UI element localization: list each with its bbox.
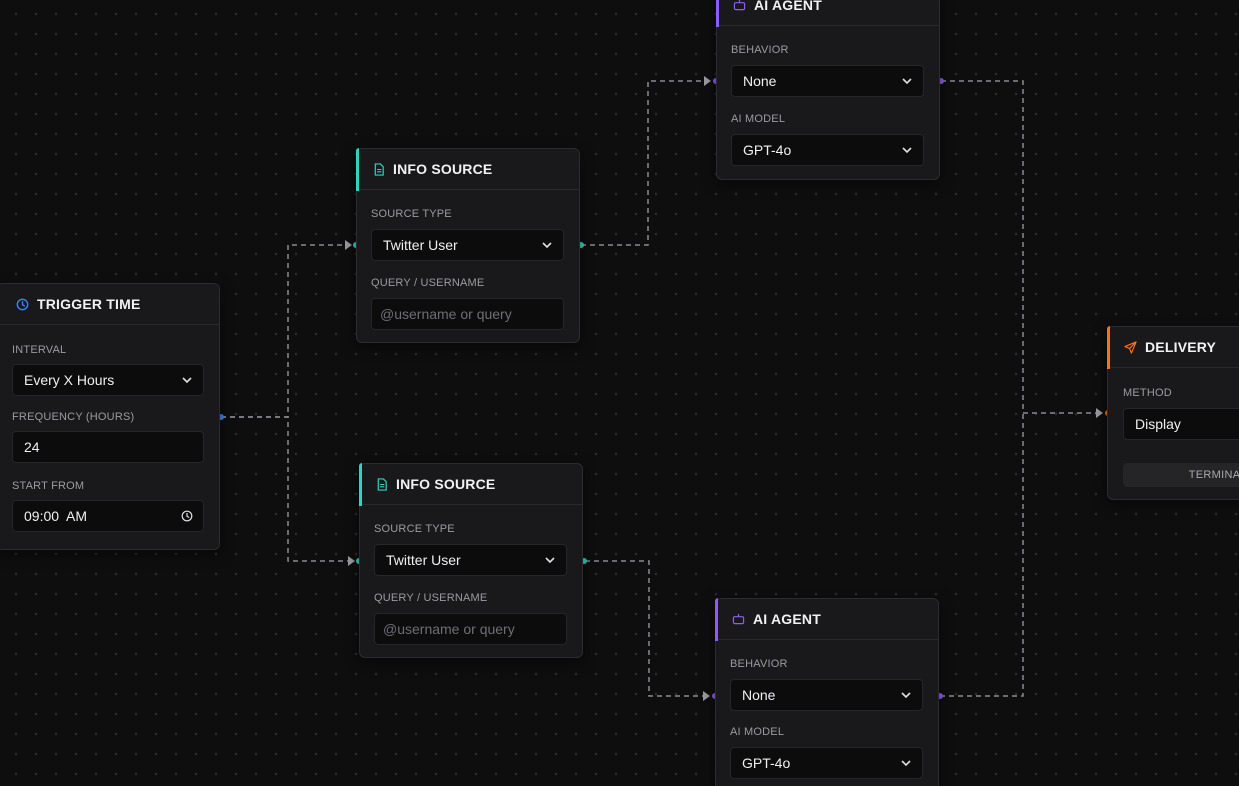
arrowhead [703, 691, 710, 701]
chevron-down-icon [901, 760, 911, 767]
source-bottom-output-port[interactable] [581, 558, 587, 564]
query-placeholder: @username or query [380, 306, 512, 322]
node-title: INFO SOURCE [396, 476, 496, 492]
send-icon [1124, 340, 1137, 354]
method-value: Display [1135, 416, 1181, 432]
wire-trigger-to-source-bottom [221, 416, 350, 562]
source-type-value: Twitter User [383, 237, 458, 253]
node-accent [715, 598, 718, 641]
start-from-label: START FROM [12, 480, 85, 492]
node-accent [356, 148, 359, 191]
frequency-input[interactable]: 24 [12, 431, 204, 463]
chevron-down-icon [542, 242, 552, 249]
source-type-label: SOURCE TYPE [374, 523, 455, 535]
node-title: INFO SOURCE [393, 161, 493, 177]
ai-agent-node-bottom[interactable]: AI AGENT BEHAVIOR None AI MODEL GPT-4o [715, 598, 939, 786]
behavior-value: None [742, 687, 776, 703]
node-header[interactable]: TRIGGER TIME [0, 284, 219, 325]
source-type-label: SOURCE TYPE [371, 208, 452, 220]
interval-select[interactable]: Every X Hours [12, 364, 204, 396]
node-header[interactable]: AI AGENT [717, 0, 939, 26]
node-header[interactable]: INFO SOURCE [360, 464, 582, 505]
chevron-down-icon [545, 557, 555, 564]
arrowhead [1096, 408, 1103, 418]
start-time-input[interactable]: 09:00 AM [12, 500, 204, 532]
ai-model-value: GPT-4o [742, 755, 791, 771]
node-title: AI AGENT [753, 611, 821, 627]
robot-icon [732, 613, 745, 625]
wire-trigger-to-source-top [221, 244, 347, 418]
agent-top-output-port[interactable] [938, 78, 944, 84]
node-header[interactable]: DELIVERY [1108, 327, 1239, 368]
document-icon [374, 162, 384, 176]
node-title: TRIGGER TIME [37, 296, 141, 312]
document-icon [377, 477, 387, 491]
robot-icon [733, 0, 746, 11]
query-input[interactable]: @username or query [371, 298, 564, 330]
source-top-output-port[interactable] [578, 242, 584, 248]
info-source-node-bottom[interactable]: INFO SOURCE SOURCE TYPE Twitter User QUE… [359, 463, 583, 658]
trigger-time-node[interactable]: TRIGGER TIME INTERVAL Every X Hours FREQ… [0, 283, 220, 550]
method-select[interactable]: Display [1123, 408, 1239, 440]
terminal-node-button[interactable]: TERMINAL N [1123, 463, 1239, 487]
interval-label: INTERVAL [12, 344, 67, 356]
frequency-value: 24 [24, 439, 40, 455]
chevron-down-icon [901, 692, 911, 699]
start-time-value: 09:00 AM [24, 508, 88, 524]
info-source-node-top[interactable]: INFO SOURCE SOURCE TYPE Twitter User QUE… [356, 148, 580, 343]
query-label: QUERY / USERNAME [374, 592, 488, 604]
ai-model-label: AI MODEL [731, 113, 786, 125]
source-type-value: Twitter User [386, 552, 461, 568]
clock-icon [16, 298, 29, 310]
node-accent [359, 463, 362, 506]
ai-model-select[interactable]: GPT-4o [730, 747, 923, 779]
chevron-down-icon [182, 377, 192, 384]
wire-agent-bottom-to-delivery [940, 413, 1024, 697]
ai-model-label: AI MODEL [730, 726, 785, 738]
arrowhead [345, 240, 352, 250]
wire-source-bottom-to-agent-bottom [585, 560, 705, 697]
terminal-label: TERMINAL N [1188, 469, 1239, 481]
node-title: AI AGENT [754, 0, 822, 13]
interval-value: Every X Hours [24, 372, 115, 388]
node-title: DELIVERY [1145, 339, 1217, 355]
behavior-select[interactable]: None [730, 679, 923, 711]
wire-source-top-to-agent-top [581, 80, 706, 246]
agent-bottom-output-port[interactable] [937, 693, 943, 699]
behavior-label: BEHAVIOR [730, 658, 788, 670]
node-header[interactable]: INFO SOURCE [357, 149, 579, 190]
chevron-down-icon [902, 147, 912, 154]
ai-agent-node-top[interactable]: AI AGENT BEHAVIOR None AI MODEL GPT-4o [716, 0, 940, 180]
arrowhead [348, 556, 355, 566]
ai-model-value: GPT-4o [743, 142, 792, 158]
query-input[interactable]: @username or query [374, 613, 567, 645]
arrowhead [704, 76, 711, 86]
behavior-select[interactable]: None [731, 65, 924, 97]
chevron-down-icon [902, 78, 912, 85]
query-placeholder: @username or query [383, 621, 515, 637]
node-accent [1107, 326, 1110, 369]
behavior-value: None [743, 73, 777, 89]
behavior-label: BEHAVIOR [731, 44, 789, 56]
method-label: METHOD [1123, 387, 1172, 399]
wire-agent-top-to-delivery [941, 80, 1098, 414]
node-accent [716, 0, 719, 27]
clock-icon[interactable] [181, 510, 193, 522]
trigger-output-port[interactable] [218, 414, 224, 420]
query-label: QUERY / USERNAME [371, 277, 485, 289]
delivery-node[interactable]: DELIVERY METHOD Display TERMINAL N [1107, 326, 1239, 500]
frequency-label: FREQUENCY (HOURS) [12, 411, 135, 423]
ai-model-select[interactable]: GPT-4o [731, 134, 924, 166]
source-type-select[interactable]: Twitter User [374, 544, 567, 576]
source-type-select[interactable]: Twitter User [371, 229, 564, 261]
node-header[interactable]: AI AGENT [716, 599, 938, 640]
